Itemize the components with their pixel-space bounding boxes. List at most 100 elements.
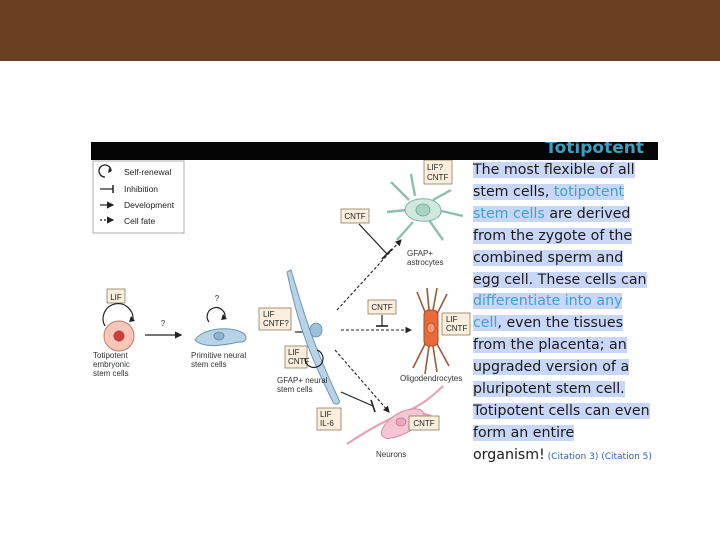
text-line: stem cells are derived — [473, 204, 658, 226]
factor-label: LIF — [446, 315, 458, 324]
factor-label: CNTF — [427, 173, 448, 182]
cell-fate-arrow-neurons — [334, 349, 390, 413]
self-renewal-head-icon — [221, 314, 227, 320]
nucleus-icon — [395, 417, 407, 427]
factor-box — [408, 415, 440, 431]
factor-box — [340, 208, 370, 224]
factor-box — [316, 407, 342, 431]
inhibition-stop-icon — [370, 399, 376, 413]
factor-label: CNTF — [413, 419, 434, 428]
text-segment: The most flexible of all — [473, 162, 635, 178]
oligodendrocyte-process-icon — [412, 287, 450, 375]
circular-arrow-icon — [98, 164, 112, 178]
inhibition-stop-icon — [381, 248, 393, 260]
text-segment: are derived — [544, 205, 631, 222]
cell-label: embryonic — [93, 360, 130, 369]
text-segment: organism! — [473, 446, 545, 463]
text-line: egg cell. These cells can — [473, 270, 658, 292]
text-line: Totipotent cells can even — [473, 401, 658, 423]
factor-label: CNTF — [446, 324, 467, 333]
text-segment: from the zygote of the — [473, 227, 633, 244]
text-segment: cell — [473, 315, 498, 332]
factor-label: CNTF — [288, 357, 309, 366]
factor-label: IL-6 — [320, 419, 334, 428]
circular-arrow-head-icon — [108, 168, 112, 173]
factor-label: LIF — [288, 348, 300, 357]
gfap-neural-stem-cell: LIF CNTF? LIF CNTF GFAP+ neural stem cel… — [258, 269, 340, 405]
text-segment: stem cells — [473, 205, 545, 222]
factor-box — [367, 299, 397, 315]
cell-label: stem cells — [277, 385, 313, 394]
text-line: cell, even the tissues — [473, 313, 658, 335]
question-mark: ? — [161, 319, 166, 328]
legend-label: Self-renewal — [124, 167, 171, 177]
cell-label: stem cells — [191, 360, 227, 369]
factor-box — [258, 307, 292, 331]
nucleus-icon — [213, 331, 225, 341]
text-line: stem cells, totipotent — [473, 182, 658, 204]
nucleus-icon — [426, 322, 436, 334]
text-line: organism! (Citation 3) (Citation 5) — [473, 445, 658, 469]
text-segment: combined sperm and — [473, 249, 624, 266]
cell-label: Neurons — [376, 450, 406, 459]
factor-box — [106, 288, 126, 304]
text-segment: Totipotent cells can even — [473, 402, 650, 419]
slide-image: Totipotent Self-renewal Inhibition Devel… — [91, 142, 658, 470]
cell-label: stem cells — [93, 369, 129, 378]
text-segment: pluripotent stem cell. — [473, 381, 625, 398]
text-segment: from the placenta; an — [473, 337, 627, 354]
factor-label: LIF? — [427, 163, 444, 172]
factor-box — [441, 312, 471, 336]
cell-fate-arrow-astrocytes — [336, 239, 402, 311]
cell-label: GFAP+ neural — [277, 376, 328, 385]
text-line: from the zygote of the — [473, 226, 658, 248]
header-bar — [0, 0, 720, 61]
cell-label: GFAP+ — [407, 249, 433, 258]
self-renewal-head-icon — [129, 316, 135, 322]
astrocyte-process-icon — [386, 173, 464, 241]
cell-label: Oligodendrocytes — [400, 374, 462, 383]
text-segment: form an entire — [473, 424, 575, 441]
gfap-neural-cell-icon — [286, 269, 340, 405]
text-line: differentiate into any — [473, 291, 658, 313]
text-segment: upgraded version of a — [473, 359, 630, 376]
text-line: pluripotent stem cell. — [473, 379, 658, 401]
factor-label: LIF — [263, 310, 275, 319]
heading-totipotent: Totipotent — [545, 142, 644, 158]
oligodendrocyte-cell: LIF CNTF Oligodendrocytes — [400, 287, 471, 383]
factor-box — [284, 345, 308, 369]
factor-label: CNTF? — [263, 319, 289, 328]
totipotent-stem-cell: LIF Totipotent embryonic stem cells — [93, 288, 135, 378]
totipotent-description: The most flexible of all stem cells, toti… — [473, 160, 658, 470]
cell-label: Totipotent — [93, 351, 128, 360]
text-segment: , even the tissues — [497, 315, 623, 332]
factor-label: LIF — [110, 293, 122, 302]
legend-label: Inhibition — [124, 184, 158, 194]
inhibition-line — [340, 391, 374, 407]
nucleus-icon — [309, 322, 323, 338]
text-line: form an entire — [473, 423, 658, 445]
neuron-cell: CNTF Neurons — [346, 385, 444, 459]
text-line: from the placenta; an — [473, 335, 658, 357]
cell-label: astrocytes — [407, 258, 443, 267]
text-line: combined sperm and — [473, 248, 658, 270]
question-mark: ? — [215, 294, 220, 303]
cell-label: Primitive neural — [191, 351, 246, 360]
factor-box — [423, 159, 453, 185]
legend-label: Development — [124, 200, 175, 210]
stem-cell-diagram: Self-renewal Inhibition Development Cell… — [91, 159, 473, 470]
inhibition-line — [358, 223, 388, 255]
text-segment: egg cell. These cells can — [473, 271, 647, 288]
factor-label: LIF — [320, 410, 332, 419]
image-top-strip: Totipotent — [91, 142, 658, 160]
self-renewal-icon — [102, 303, 134, 327]
factor-label: CNTF — [344, 212, 365, 221]
citation-link[interactable]: (Citation 3) (Citation 5) — [544, 451, 652, 462]
text-segment: differentiate into any — [473, 293, 623, 310]
astrocyte-cell: LIF? CNTF GFAP+ astrocytes — [386, 159, 464, 267]
legend: Self-renewal Inhibition Development Cell… — [92, 160, 185, 234]
diagram-svg: Self-renewal Inhibition Development Cell… — [92, 159, 471, 459]
factor-label: CNTF — [371, 303, 392, 312]
primitive-neural-stem-cell: ? Primitive neural stem cells — [191, 294, 247, 369]
text-segment: totipotent — [553, 183, 625, 200]
